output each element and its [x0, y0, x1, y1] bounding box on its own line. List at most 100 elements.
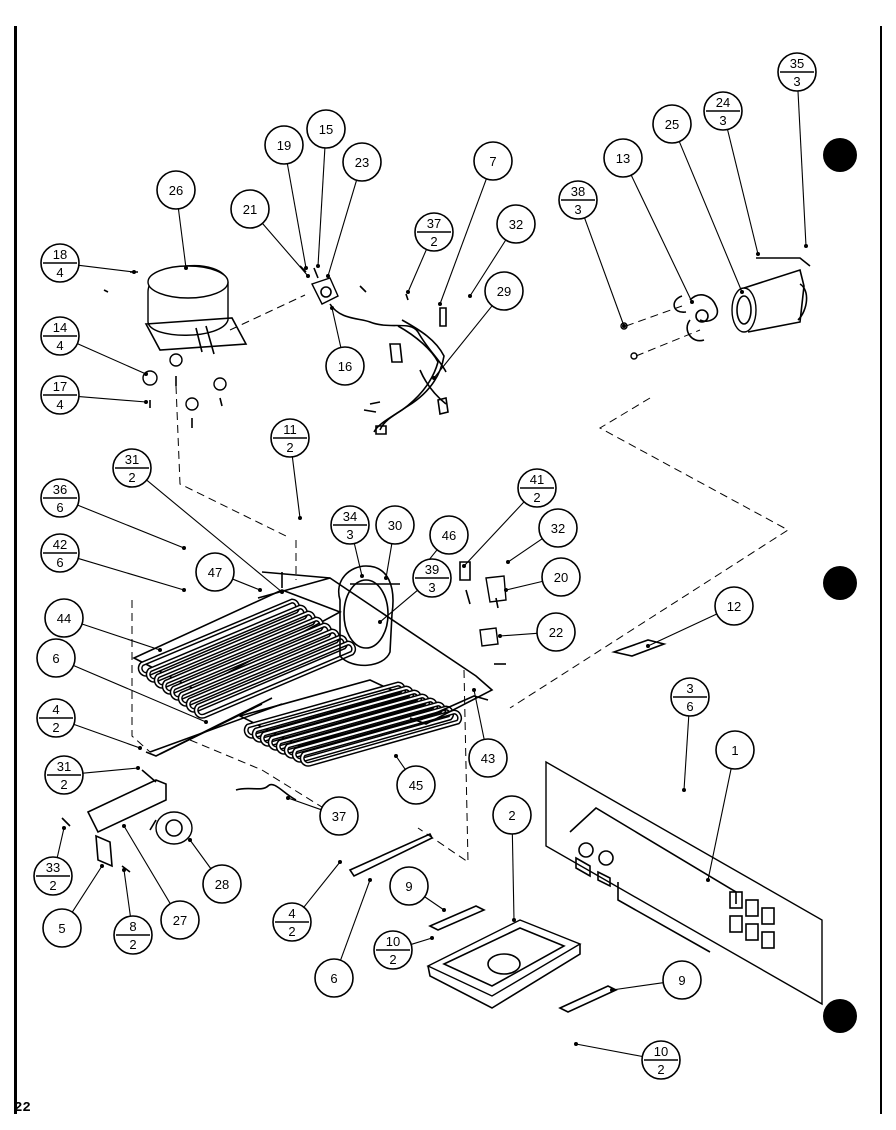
leader-end-c7 — [438, 302, 442, 306]
leader-end-c4a — [138, 746, 142, 750]
callout-part-number: 39 — [425, 562, 439, 577]
leader-line-c11 — [291, 456, 301, 519]
callout-c2: 2 — [492, 795, 532, 835]
callout-circle — [473, 141, 513, 181]
leader-end-c34 — [360, 574, 364, 578]
leader-line-c10a — [410, 937, 433, 945]
coil-tube-loop — [163, 617, 323, 694]
leader-line-c35 — [797, 90, 807, 247]
callout-quantity: 6 — [686, 699, 693, 714]
callout-circle — [396, 765, 436, 805]
callout-quantity: 2 — [49, 878, 56, 893]
callout-circle — [319, 796, 359, 836]
callout-c46a: 46 — [429, 515, 469, 555]
callout-c10b: 102 — [641, 1040, 681, 1080]
callout-c35: 353 — [777, 52, 817, 92]
callout-c47: 47 — [195, 552, 235, 592]
callout-c34: 343 — [330, 505, 370, 545]
callout-part-number: 17 — [53, 379, 67, 394]
leader-end-c10b — [574, 1042, 578, 1046]
callout-quantity: 3 — [793, 74, 800, 89]
callout-c29: 29 — [484, 271, 524, 311]
callout-quantity: 3 — [719, 113, 726, 128]
callout-circle — [156, 170, 196, 210]
leader-end-c36 — [182, 546, 186, 550]
leader-line-c32a — [469, 239, 507, 297]
callout-circle — [325, 346, 365, 386]
callout-circle — [603, 138, 643, 178]
callout-quantity: 2 — [128, 470, 135, 485]
callout-c18: 184 — [40, 243, 80, 283]
leader-line-c39 — [379, 589, 418, 623]
leader-end-c20 — [504, 588, 508, 592]
callout-circle — [314, 958, 354, 998]
callout-part-number: 27 — [173, 913, 187, 928]
callout-part-number: 6 — [52, 651, 59, 666]
leader-line-c20 — [505, 580, 543, 591]
callout-circle — [230, 189, 270, 229]
leader-line-c4b — [303, 861, 341, 908]
leader-line-c30 — [385, 543, 393, 579]
leader-end-c29 — [432, 376, 436, 380]
callout-quantity: 3 — [428, 580, 435, 595]
callout-circle — [715, 730, 755, 770]
callout-c15: 15 — [306, 109, 346, 149]
callout-part-number: 32 — [509, 217, 523, 232]
callout-quantity: 6 — [56, 555, 63, 570]
leader-end-c9b — [610, 988, 614, 992]
callout-part-number: 10 — [386, 934, 400, 949]
callout-c12: 12 — [714, 586, 754, 626]
callout-part-number: 9 — [405, 879, 412, 894]
callout-quantity: 4 — [56, 265, 63, 280]
leader-line-c9a — [424, 896, 445, 911]
leader-line-c27 — [123, 825, 171, 904]
callout-c1: 1 — [715, 730, 755, 770]
leader-end-c28 — [188, 838, 192, 842]
leader-line-c41 — [463, 501, 525, 567]
callout-c13: 13 — [603, 138, 643, 178]
callout-c43: 43 — [468, 738, 508, 778]
callout-part-number: 16 — [338, 359, 352, 374]
binder-hole-top — [823, 138, 857, 172]
callout-part-number: 30 — [388, 518, 402, 533]
leader-line-c34 — [353, 543, 363, 577]
leader-end-c21 — [306, 274, 310, 278]
callout-quantity: 2 — [286, 440, 293, 455]
callout-quantity: 4 — [56, 338, 63, 353]
callout-c20: 20 — [541, 557, 581, 597]
leader-line-c10b — [575, 1043, 643, 1058]
access-panel — [545, 760, 823, 1006]
leader-end-c39 — [378, 620, 382, 624]
wiring-harness — [359, 285, 449, 435]
callout-circle — [468, 738, 508, 778]
coil-tube-loop — [301, 710, 461, 766]
leader-line-c36 — [77, 504, 185, 549]
callout-c21: 21 — [230, 189, 270, 229]
callout-part-number: 31 — [57, 759, 71, 774]
leader-line-c31b — [82, 767, 139, 774]
callout-c30: 30 — [375, 505, 415, 545]
callout-part-number: 43 — [481, 751, 495, 766]
callout-c14: 144 — [40, 316, 80, 356]
leader-line-c47 — [232, 578, 261, 591]
leader-line-c43 — [473, 689, 485, 740]
callout-quantity: 6 — [56, 500, 63, 515]
leader-line-c37a — [407, 249, 427, 293]
leader-end-c3 — [682, 788, 686, 792]
callout-c9b: 9 — [662, 960, 702, 1000]
callout-part-number: 3 — [686, 681, 693, 696]
callout-quantity: 4 — [56, 397, 63, 412]
callout-c7: 7 — [473, 141, 513, 181]
callout-quantity: 2 — [129, 937, 136, 952]
callout-circle — [264, 125, 304, 165]
callout-c32a: 32 — [496, 204, 536, 244]
leader-end-c37b — [286, 796, 290, 800]
coil-tube-loop — [195, 641, 355, 718]
callout-part-number: 20 — [554, 570, 568, 585]
callout-c37a: 372 — [414, 212, 454, 252]
page-number: 22 — [14, 1100, 31, 1116]
leader-line-c21 — [262, 223, 309, 277]
leader-line-c6a — [73, 664, 207, 723]
callout-circle — [306, 109, 346, 149]
callout-part-number: 32 — [551, 521, 565, 536]
